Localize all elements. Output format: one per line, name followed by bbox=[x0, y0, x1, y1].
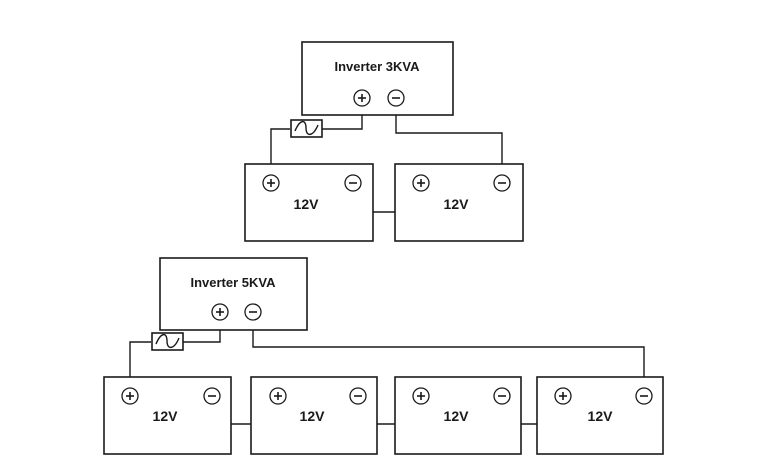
minus-terminal-icon bbox=[493, 387, 511, 405]
plus-terminal-icon bbox=[121, 387, 139, 405]
plus-terminal-icon bbox=[412, 387, 430, 405]
inverter-label: Inverter 5KVA bbox=[190, 275, 276, 290]
battery-label: 12V bbox=[444, 408, 470, 424]
plus-terminal-icon bbox=[211, 303, 229, 321]
minus-terminal-icon bbox=[493, 174, 511, 192]
minus-terminal-icon bbox=[387, 89, 405, 107]
minus-terminal-icon bbox=[635, 387, 653, 405]
plus-terminal-icon bbox=[262, 174, 280, 192]
battery-2: 12V bbox=[250, 376, 378, 455]
plus-terminal-icon bbox=[269, 387, 287, 405]
battery-4: 12V bbox=[536, 376, 664, 455]
battery-3: 12V bbox=[394, 376, 522, 455]
inverter-label: Inverter 3KVA bbox=[334, 59, 420, 74]
battery-label: 12V bbox=[444, 196, 470, 212]
battery-2: 12V bbox=[394, 163, 524, 242]
minus-terminal-icon bbox=[203, 387, 221, 405]
plus-terminal-icon bbox=[412, 174, 430, 192]
minus-terminal-icon bbox=[349, 387, 367, 405]
fuse-icon bbox=[290, 119, 323, 138]
fuse-icon bbox=[151, 332, 184, 351]
negative-wire-inverter-to-battery bbox=[395, 106, 503, 176]
battery-label: 12V bbox=[294, 196, 320, 212]
battery-label: 12V bbox=[588, 408, 614, 424]
positive-wire-fuse-to-battery bbox=[270, 128, 290, 176]
negative-wire-inverter-to-battery bbox=[252, 320, 645, 388]
battery-label: 12V bbox=[300, 408, 326, 424]
battery-1: 12V bbox=[244, 163, 374, 242]
battery-label: 12V bbox=[153, 408, 179, 424]
minus-terminal-icon bbox=[344, 174, 362, 192]
plus-terminal-icon bbox=[554, 387, 572, 405]
diagram-5kva: Inverter 5KVA 12V bbox=[103, 257, 664, 455]
inverter-box bbox=[159, 257, 308, 331]
inverter-box bbox=[301, 41, 454, 116]
battery-1: 12V bbox=[103, 376, 232, 455]
positive-wire-fuse-to-battery bbox=[129, 341, 151, 388]
plus-terminal-icon bbox=[353, 89, 371, 107]
minus-terminal-icon bbox=[244, 303, 262, 321]
diagram-3kva: Inverter 3KVA 12V bbox=[244, 41, 524, 242]
